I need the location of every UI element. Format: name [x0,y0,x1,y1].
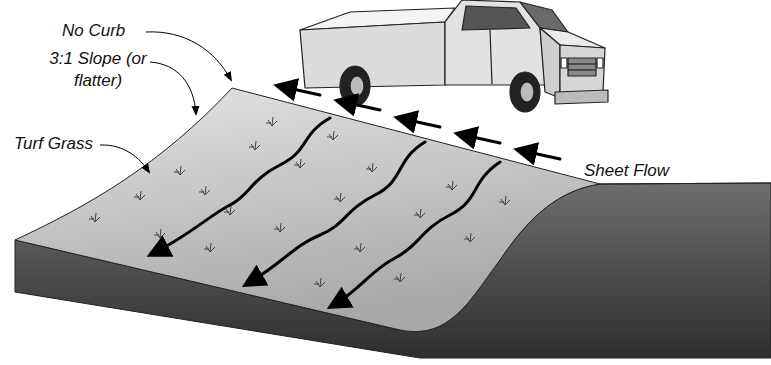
grass-label: Turf Grass [14,133,93,155]
truck-wheel [340,66,370,106]
truck-front [560,45,605,96]
grass-tufts [89,117,510,287]
leader-line [150,62,196,114]
grass-tuft [394,273,405,282]
sheet-flow-arrows [279,86,560,159]
runoff-arrow [247,142,425,284]
truck-hub [520,82,534,102]
truck-hub [350,76,364,96]
grass-tuft [134,191,145,200]
truck-door-line [490,30,492,84]
pickup-truck [300,0,608,112]
pavement-edge [600,183,771,184]
grass-tuft [199,186,210,195]
curb-label: No Curb [62,20,125,42]
sheet-flow-arrow [459,134,500,143]
leader-line [100,145,149,172]
truck-fender [540,28,560,98]
sheet-flow-arrow [339,101,380,110]
truck-side-window [462,6,530,30]
truck-grille [568,58,596,76]
sheet-flow-arrow [279,86,320,95]
truck-bumper [555,90,608,104]
slope-face [15,88,600,332]
truck-grille-bar [568,69,596,70]
grass-tuft [249,141,260,150]
grass-tuft [204,243,215,252]
grass-tuft [414,209,425,218]
sheet-flow-arrow [519,150,560,159]
slope-label: 3:1 Slope (or flatter) [48,48,148,92]
grass-tuft [314,278,325,287]
truck-grille-bar [568,63,596,64]
runoff-arrow [332,162,500,306]
truck-windshield [520,2,568,32]
grass-tuft [174,166,185,175]
grass-tuft [154,229,165,238]
truck-headlight [597,58,603,68]
grass-tuft [266,117,277,126]
grass-tuft [274,223,285,232]
truck-bed-side [300,22,445,88]
truck-wheel [510,72,540,112]
grass-tuft [366,163,377,172]
leader-line [146,32,231,80]
runoff-arrows [152,118,500,306]
grass-tuft [354,243,365,252]
grass-tuft [294,159,305,168]
sheet-flow-arrow [399,118,440,127]
grass-tuft [446,181,457,190]
truck-headlight [561,58,567,68]
grass-tuft [464,233,475,242]
grass-tuft [499,196,510,205]
grass-tuft [334,193,345,202]
grass-tuft [327,131,338,140]
grass-tuft [89,213,100,222]
runoff-arrow [152,118,330,254]
flow-label: Sheet Flow [584,160,669,182]
